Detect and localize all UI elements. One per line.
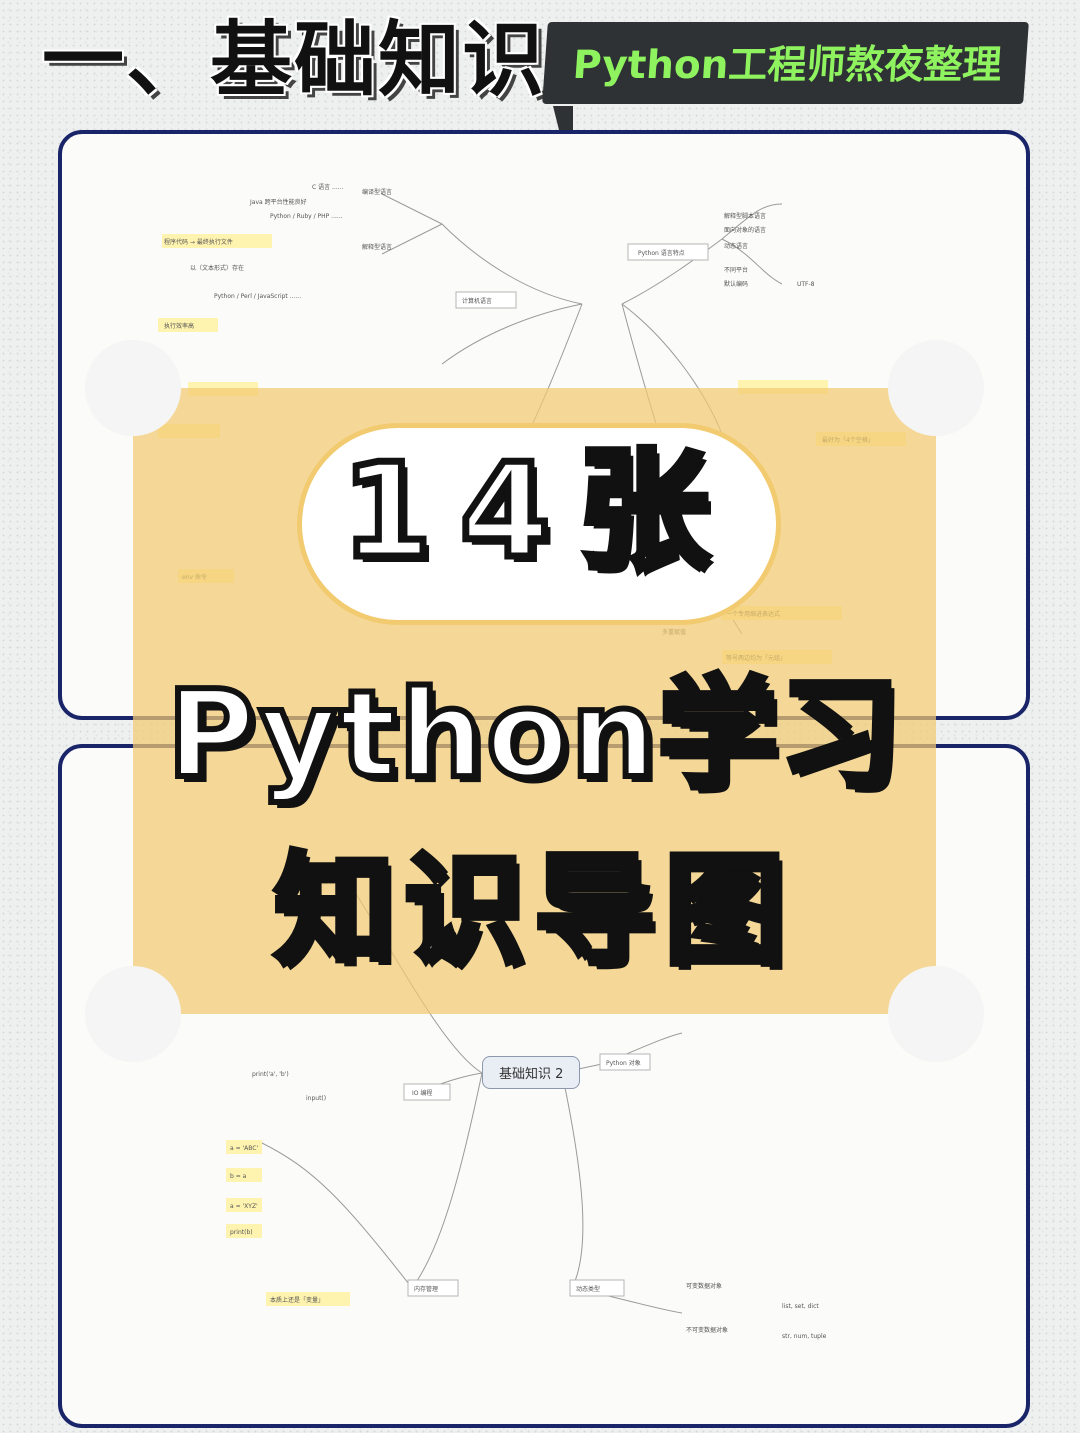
svg-text:Python / Perl / JavaScript ...: Python / Perl / JavaScript ...... [214, 293, 301, 300]
svg-text:计算机语言: 计算机语言 [462, 297, 492, 305]
svg-text:动态语言: 动态语言 [724, 242, 748, 250]
title-overlay [85, 340, 984, 1062]
svg-text:编译型语言: 编译型语言 [362, 188, 392, 196]
svg-text:默认编码: 默认编码 [724, 280, 748, 288]
svg-text:Java 跨平台性能良好: Java 跨平台性能良好 [249, 198, 307, 206]
svg-text:UTF-8: UTF-8 [797, 281, 815, 288]
svg-text:input(): input() [306, 1095, 326, 1102]
svg-text:Python 语言特点: Python 语言特点 [638, 249, 685, 257]
svg-text:动态类型: 动态类型 [576, 1285, 600, 1293]
mindmap-center-node: 基础知识 2 [482, 1056, 581, 1089]
svg-text:a = 'ABC': a = 'ABC' [230, 1145, 258, 1152]
svg-text:不可变数据对象: 不可变数据对象 [686, 1326, 728, 1334]
count-label: 14张 [338, 435, 737, 587]
svg-text:执行效率高: 执行效率高 [164, 322, 194, 330]
svg-text:Python 对象: Python 对象 [606, 1059, 641, 1067]
svg-text:本质上还是「变量」: 本质上还是「变量」 [270, 1296, 324, 1304]
title-line-1: Python学习 [164, 666, 903, 805]
svg-text:内存管理: 内存管理 [414, 1285, 438, 1293]
svg-text:list, set, dict: list, set, dict [782, 1303, 819, 1310]
overlay-corner [85, 340, 181, 436]
mindmap-bottom-graph: 模块 IO 编程 print('a', 'b') input() a = 'AB… [226, 878, 827, 1340]
svg-text:b = a: b = a [230, 1173, 247, 1180]
count-badge: 14张 [302, 428, 776, 620]
overlay-corner [888, 966, 984, 1062]
overlay-corner [85, 966, 181, 1062]
svg-text:可变数据对象: 可变数据对象 [686, 1282, 722, 1290]
author-badge: Python工程师熬夜整理 [542, 22, 1029, 186]
title-line-2: 知识导图 [272, 842, 795, 981]
svg-text:解释型脚本语言: 解释型脚本语言 [724, 212, 766, 220]
svg-text:解释型语言: 解释型语言 [362, 243, 392, 251]
svg-text:print('a', 'b'): print('a', 'b') [252, 1071, 289, 1078]
svg-text:IO 编程: IO 编程 [412, 1089, 432, 1097]
overlay-corner [888, 340, 984, 436]
svg-text:以（文本形式）存在: 以（文本形式）存在 [190, 264, 244, 272]
svg-text:不同平台: 不同平台 [724, 266, 748, 274]
section-heading: 一、基础知识 [42, 13, 547, 108]
author-badge-label: Python工程师熬夜整理 [542, 22, 1029, 104]
svg-text:程序代码 → 最终执行文件: 程序代码 → 最终执行文件 [164, 238, 233, 246]
svg-text:str, num, tuple: str, num, tuple [782, 1333, 827, 1340]
svg-text:Python / Ruby / PHP ......: Python / Ruby / PHP ...... [270, 213, 343, 220]
svg-text:C 语言 ......: C 语言 ...... [312, 183, 344, 191]
svg-text:print(b): print(b) [230, 1229, 253, 1236]
svg-text:面向对象的语言: 面向对象的语言 [724, 226, 766, 234]
svg-text:a = 'XYZ': a = 'XYZ' [230, 1203, 258, 1210]
